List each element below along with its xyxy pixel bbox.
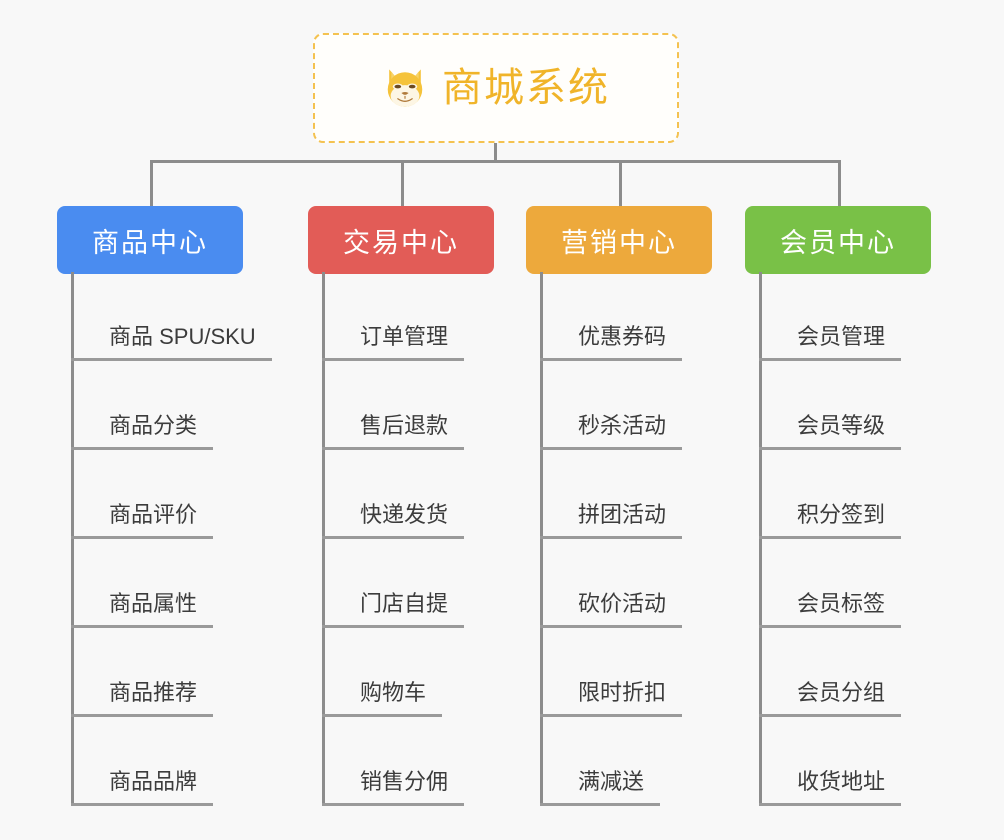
leaf-item[interactable]: 满减送 — [540, 717, 661, 806]
leaf-item-label: 商品属性 — [71, 591, 214, 628]
leaf-item[interactable]: 会员等级 — [759, 361, 902, 450]
leaf-item-label: 快递发货 — [322, 502, 465, 539]
leaf-item-label: 门店自提 — [322, 591, 465, 628]
leaf-item-label: 商品评价 — [71, 502, 214, 539]
leaf-item[interactable]: 拼团活动 — [540, 450, 683, 539]
category-header-4[interactable]: 会员中心 — [745, 206, 931, 274]
leaf-item[interactable]: 砍价活动 — [540, 539, 683, 628]
leaf-item-label: 砍价活动 — [540, 591, 683, 628]
leaf-item-label: 优惠券码 — [540, 324, 683, 361]
root-node[interactable]: 商城系统 — [313, 33, 679, 143]
connector-drop-3 — [619, 160, 622, 207]
leaf-item[interactable]: 门店自提 — [322, 539, 465, 628]
connector-drop-1 — [150, 160, 153, 207]
leaf-item-label: 售后退款 — [322, 413, 465, 450]
shiba-dog-icon — [387, 69, 423, 110]
leaf-item[interactable]: 会员标签 — [759, 539, 902, 628]
leaf-item[interactable]: 收货地址 — [759, 717, 902, 806]
leaf-item-label: 会员分组 — [759, 680, 902, 717]
leaf-item[interactable]: 限时折扣 — [540, 628, 683, 717]
leaf-item-label: 满减送 — [540, 769, 661, 806]
leaf-item-label: 限时折扣 — [540, 680, 683, 717]
category-header-label: 商品中心 — [92, 227, 208, 258]
leaf-item[interactable]: 订单管理 — [322, 272, 465, 361]
leaf-item[interactable]: 售后退款 — [322, 361, 465, 450]
leaf-item-label: 商品推荐 — [71, 680, 214, 717]
leaf-item-label: 会员管理 — [759, 324, 902, 361]
leaf-item-label: 收货地址 — [759, 769, 902, 806]
connector-root-stem — [494, 143, 497, 163]
leaf-item[interactable]: 商品品牌 — [71, 717, 214, 806]
connector-drop-2 — [401, 160, 404, 207]
leaf-item-label: 拼团活动 — [540, 502, 683, 539]
leaf-item[interactable]: 商品分类 — [71, 361, 214, 450]
connector-drop-4 — [838, 160, 841, 207]
category-header-1[interactable]: 商品中心 — [57, 206, 243, 274]
leaf-item[interactable]: 会员分组 — [759, 628, 902, 717]
category-header-3[interactable]: 营销中心 — [526, 206, 712, 274]
leaf-item[interactable]: 购物车 — [322, 628, 443, 717]
leaf-item-label: 购物车 — [322, 680, 443, 717]
leaf-item-label: 商品品牌 — [71, 769, 214, 806]
leaf-spine — [540, 272, 543, 806]
leaf-spine — [322, 272, 325, 806]
leaf-item-label: 会员标签 — [759, 591, 902, 628]
category-header-label: 交易中心 — [343, 227, 459, 258]
leaf-item[interactable]: 商品推荐 — [71, 628, 214, 717]
leaf-item[interactable]: 商品评价 — [71, 450, 214, 539]
root-title: 商城系统 — [442, 66, 610, 110]
leaf-item-label: 商品 SPU/SKU — [71, 324, 272, 361]
connector-bus — [150, 160, 840, 163]
leaf-item[interactable]: 会员管理 — [759, 272, 902, 361]
category-header-label: 会员中心 — [780, 227, 896, 258]
category-header-2[interactable]: 交易中心 — [308, 206, 494, 274]
leaf-item[interactable]: 商品 SPU/SKU — [71, 272, 272, 361]
category-header-label: 营销中心 — [561, 227, 677, 258]
leaf-item-label: 商品分类 — [71, 413, 214, 450]
leaf-item[interactable]: 商品属性 — [71, 539, 214, 628]
leaf-item[interactable]: 销售分佣 — [322, 717, 465, 806]
leaf-item[interactable]: 积分签到 — [759, 450, 902, 539]
leaf-spine — [71, 272, 74, 806]
leaf-item-label: 会员等级 — [759, 413, 902, 450]
leaf-item-label: 积分签到 — [759, 502, 902, 539]
leaf-item[interactable]: 优惠券码 — [540, 272, 683, 361]
leaf-spine — [759, 272, 762, 806]
leaf-item-label: 秒杀活动 — [540, 413, 683, 450]
leaf-item[interactable]: 秒杀活动 — [540, 361, 683, 450]
leaf-item-label: 销售分佣 — [322, 769, 465, 806]
leaf-item-label: 订单管理 — [322, 324, 465, 361]
leaf-item[interactable]: 快递发货 — [322, 450, 465, 539]
